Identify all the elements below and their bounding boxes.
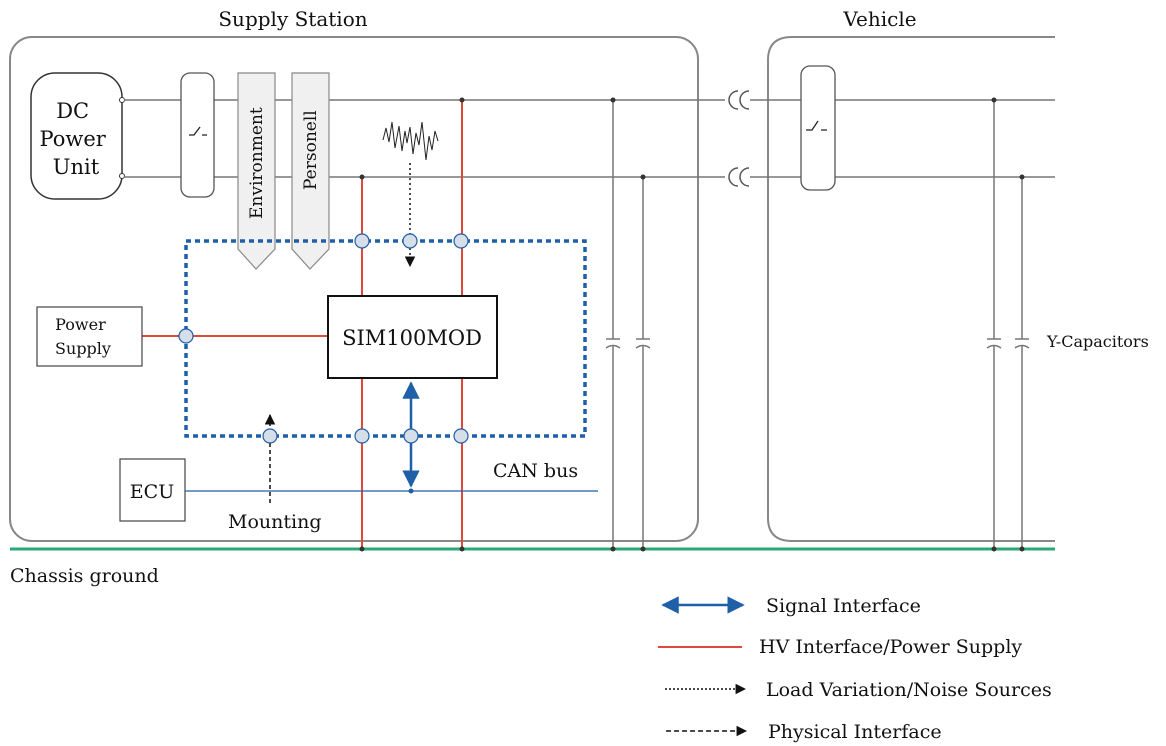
vehicle-title: Vehicle (842, 7, 916, 31)
dc-unit-line-3: Unit (53, 155, 100, 179)
legend-physical-label: Physical Interface (768, 721, 942, 743)
vehicle-switch-icon (806, 120, 827, 131)
noise-waveform-icon (382, 121, 439, 161)
power-supply-label: Power Supply (55, 315, 111, 358)
hv-lines (142, 100, 463, 549)
environment-label: Environment (247, 107, 267, 219)
hv-junctions (359, 97, 465, 552)
personell-arrow: Personell (291, 72, 330, 270)
connector-bottom-icon (728, 167, 750, 187)
dc-unit-line-2: Power (39, 127, 106, 151)
station-contactor-box (180, 72, 215, 198)
sim100mod-box (327, 295, 498, 379)
power-supply-box (36, 306, 143, 367)
power-supply-line-1: Power (55, 315, 106, 334)
can-bus-junction (408, 488, 414, 494)
vehicle-cap-junctions (991, 97, 1025, 552)
dc-unit-line-1: DC (56, 99, 89, 123)
vehicle-frame (767, 36, 1055, 542)
environment-arrow: Environment (237, 72, 276, 270)
station-switch-icon (189, 126, 207, 136)
station-cap-junctions (610, 97, 646, 552)
legend-hv-label: HV Interface/Power Supply (759, 636, 1022, 658)
vehicle-contactor-box (800, 65, 836, 191)
personell-label: Personell (301, 110, 321, 190)
vehicle-y-capacitors (986, 100, 1030, 549)
dc-terminal-bottom (119, 173, 125, 179)
mounting-label: Mounting (228, 511, 321, 533)
dc-terminal-top (119, 97, 125, 103)
supply-station-frame (9, 36, 699, 542)
power-supply-line-2: Supply (55, 339, 111, 358)
dc-power-unit-box (30, 72, 123, 200)
station-y-capacitors (605, 100, 651, 549)
legend-signal-label: Signal Interface (766, 595, 921, 617)
supply-station-title: Supply Station (218, 7, 367, 31)
dc-power-unit-label: DC Power Unit (39, 99, 112, 179)
y-capacitors-label: Y-Capacitors (1046, 332, 1149, 351)
ecu-label: ECU (130, 481, 174, 503)
chassis-ground-label: Chassis ground (10, 565, 159, 587)
legend: Signal Interface HV Interface/Power Supp… (658, 595, 1052, 743)
legend-noise-label: Load Variation/Noise Sources (766, 679, 1052, 701)
connector-top-icon (728, 90, 750, 110)
sim100mod-label: SIM100MOD (342, 326, 482, 350)
ecu-box (119, 458, 186, 522)
can-bus-label: CAN bus (493, 460, 578, 482)
interface-nodes (178, 233, 469, 444)
